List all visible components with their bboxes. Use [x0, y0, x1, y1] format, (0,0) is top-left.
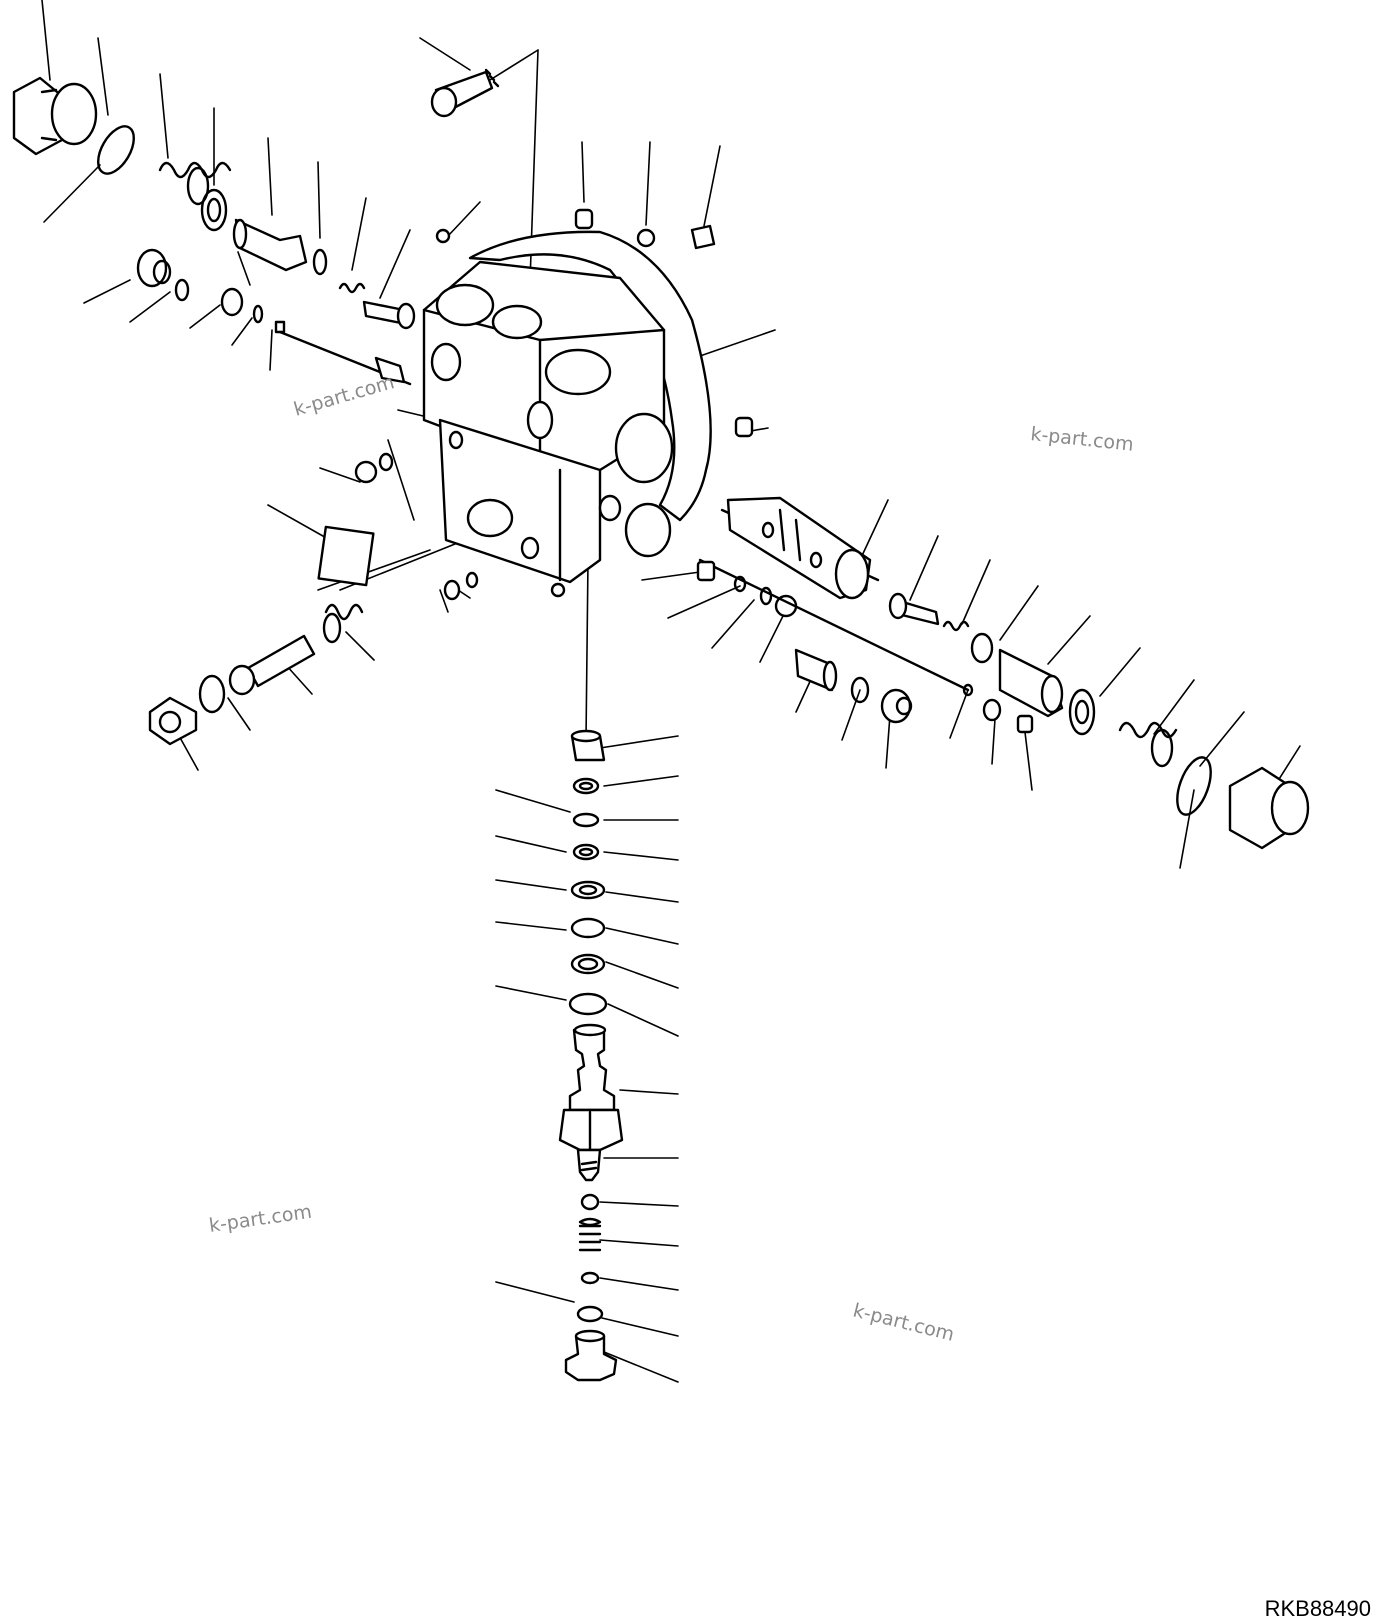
valve-body: [317, 230, 712, 587]
right-parts: [696, 496, 1310, 850]
watermark: k-part.com: [1029, 423, 1134, 456]
top-left-parts: [12, 76, 416, 386]
leader-lines: [41, 0, 1301, 1383]
left-small-parts: [354, 452, 566, 601]
watermark: k-part.com: [851, 1300, 957, 1346]
vertical-stack: [558, 729, 624, 1382]
watermark: k-part.com: [208, 1201, 314, 1237]
top-fasteners: [430, 68, 754, 438]
lower-left-parts: [148, 603, 364, 746]
figure-code: RKB88490: [1264, 1596, 1371, 1621]
watermark: k-part.com: [291, 371, 397, 421]
